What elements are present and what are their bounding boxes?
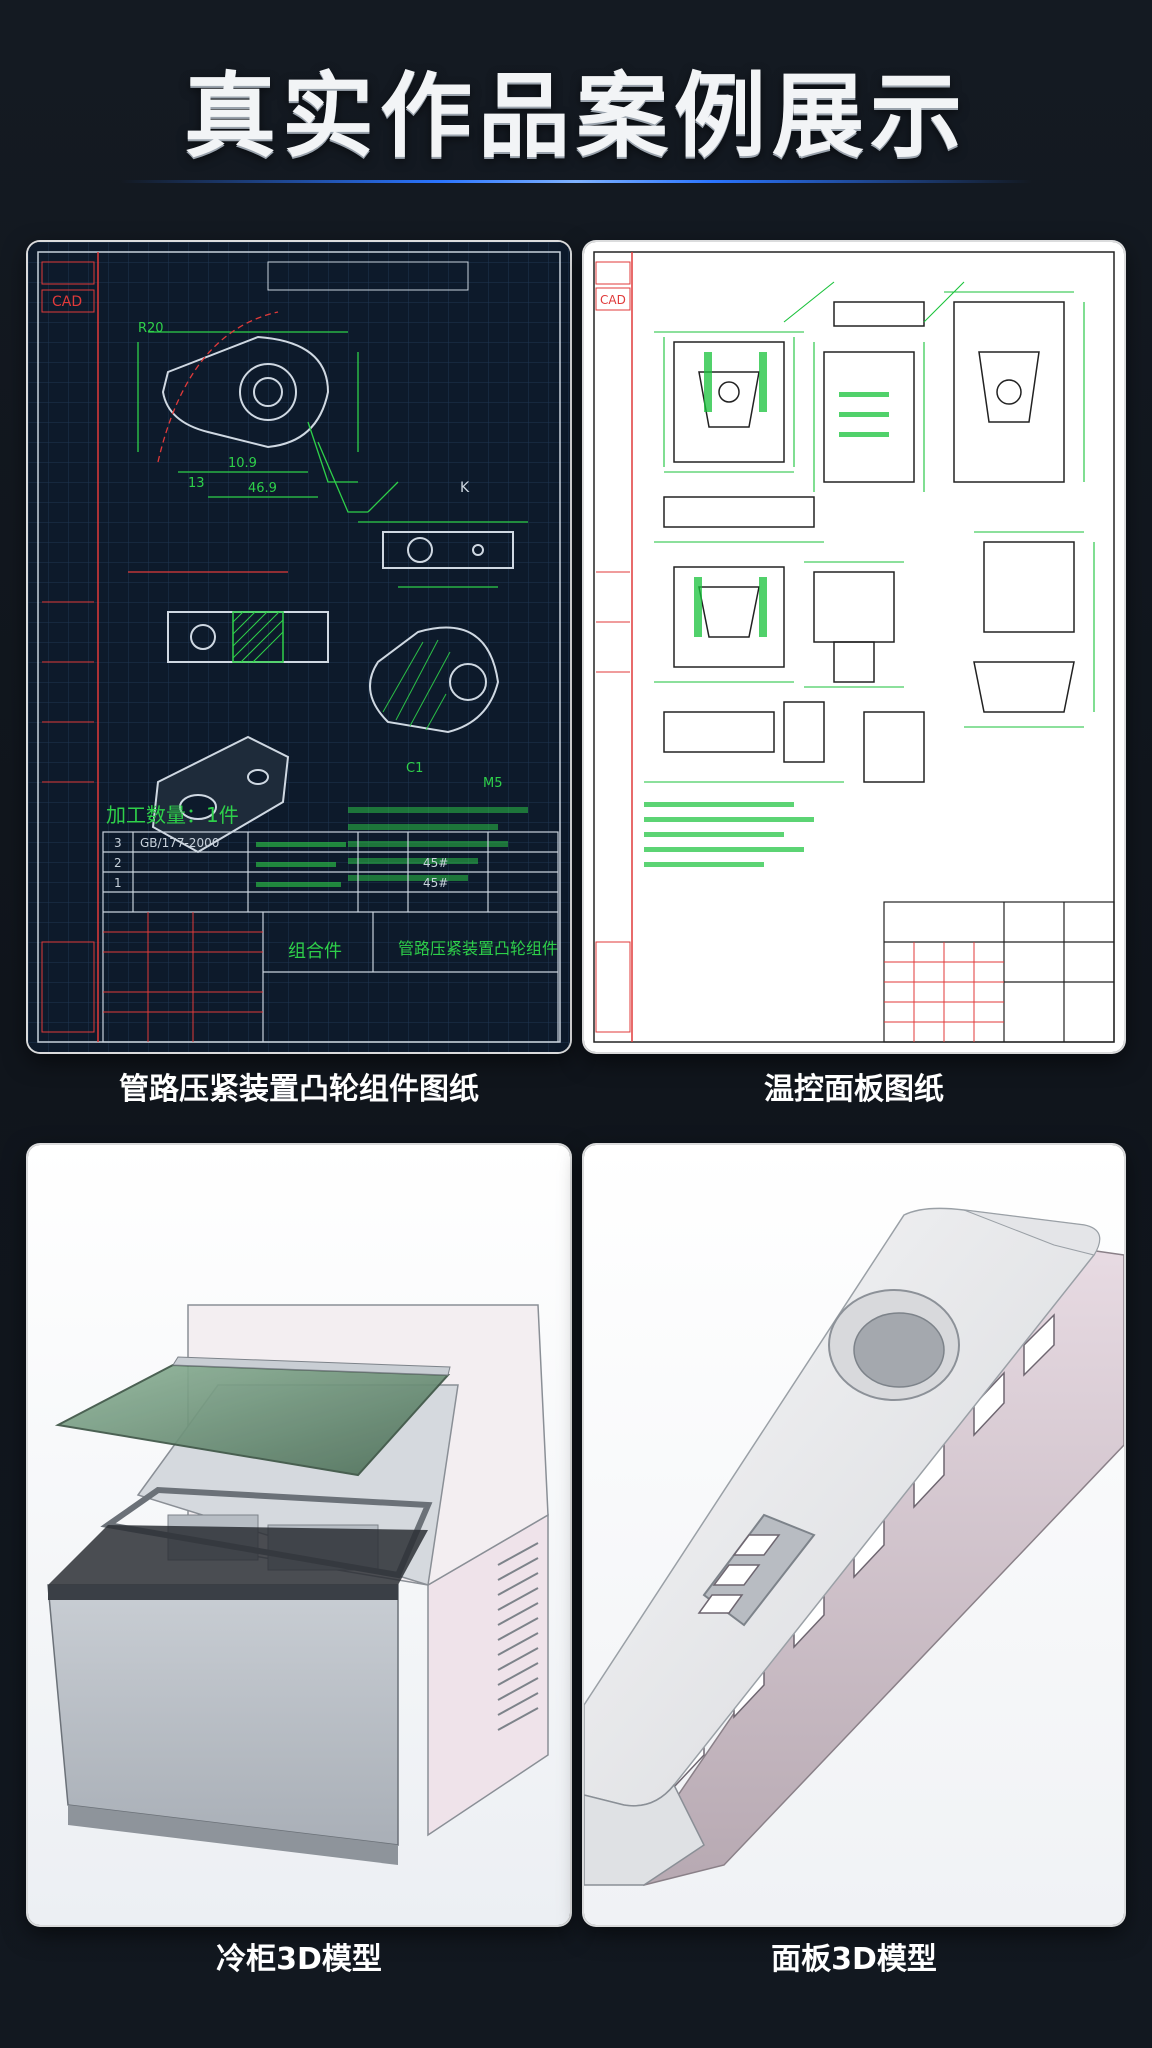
drawing-name: 管路压紧装置凸轮组件 bbox=[398, 939, 558, 958]
dim-label: M5 bbox=[483, 776, 503, 791]
caption-thermostat-panel: 温控面板图纸 bbox=[764, 1072, 944, 1107]
case-card-cam-assembly-drawing[interactable]: CAD R20 10.9 46.9 13 bbox=[28, 242, 570, 1052]
case-card-freezer-3d-model[interactable] bbox=[28, 1145, 570, 1925]
bom-standard: GB/177-2000 bbox=[140, 836, 219, 850]
thermostat-panel-cad-image: CAD bbox=[584, 242, 1124, 1052]
quantity-note: 加工数量：1件 bbox=[106, 803, 239, 827]
cad-label: CAD bbox=[52, 294, 82, 310]
case-card-panel-3d-model[interactable] bbox=[584, 1145, 1124, 1925]
title-divider bbox=[120, 180, 1032, 183]
svg-text:K: K bbox=[460, 480, 470, 496]
bom-row-number: 3 bbox=[114, 836, 122, 850]
cam-assembly-cad-image: CAD R20 10.9 46.9 13 bbox=[28, 242, 570, 1052]
assembly-label: 组合件 bbox=[288, 941, 342, 962]
bom-material: 45# bbox=[423, 876, 448, 890]
bom-row-number: 2 bbox=[114, 856, 122, 870]
bom-material: 45# bbox=[423, 856, 448, 870]
dim-label: C1 bbox=[406, 761, 423, 776]
panel-3d-image bbox=[584, 1145, 1124, 1925]
dim-label: 46.9 bbox=[248, 481, 277, 496]
caption-freezer-3d: 冷柜3D模型 bbox=[216, 1942, 382, 1977]
cad-label: CAD bbox=[600, 293, 626, 307]
bom-row-number: 1 bbox=[114, 876, 122, 890]
freezer-3d-image bbox=[28, 1145, 570, 1925]
dim-label: 10.9 bbox=[228, 456, 257, 471]
dim-label: 13 bbox=[188, 476, 205, 491]
caption-panel-3d: 面板3D模型 bbox=[771, 1942, 937, 1977]
dim-label: R20 bbox=[138, 321, 164, 336]
case-card-thermostat-panel-drawing[interactable]: CAD bbox=[584, 242, 1124, 1052]
page-title: 真实作品案例展示 bbox=[183, 63, 968, 170]
caption-cam-assembly: 管路压紧装置凸轮组件图纸 bbox=[119, 1072, 479, 1107]
